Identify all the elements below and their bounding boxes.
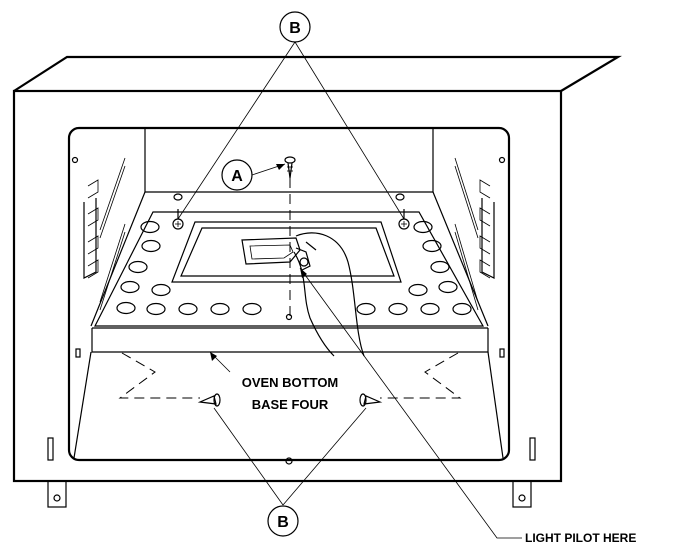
oven-bottom-label: OVEN BOTTOM [242, 375, 339, 390]
callout-b-bottom-label: B [277, 514, 289, 531]
callout-a-label: A [231, 168, 243, 185]
callout-a: A [221, 159, 253, 191]
front-screws [118, 352, 462, 407]
callout-b-bottom: B [267, 505, 299, 537]
light-pilot-label: LIGHT PILOT HERE [525, 531, 636, 545]
base-four-label: BASE FOUR [252, 397, 329, 412]
left-rack-guides [83, 157, 126, 311]
right-rack-guides [454, 157, 495, 311]
vent-holes [116, 220, 472, 316]
oven-cabinet [12, 55, 622, 508]
callout-b-top: B [279, 11, 311, 43]
oven-bottom-panel [75, 211, 505, 358]
leader-lines [177, 41, 522, 539]
callout-b-top-label: B [289, 20, 301, 37]
oven-cavity [67, 126, 511, 465]
screws [172, 156, 410, 230]
